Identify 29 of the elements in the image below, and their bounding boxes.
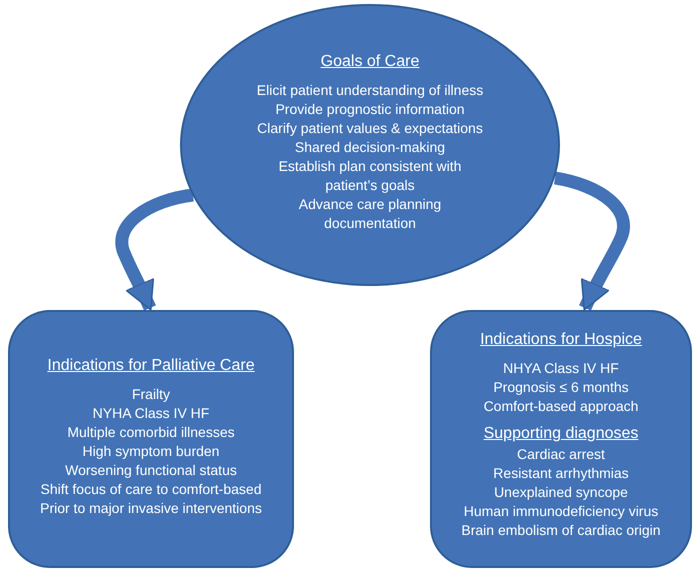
list-item: Prognosis ≤ 6 months xyxy=(493,378,629,397)
curved-arrow xyxy=(115,188,194,311)
section-heading: Supporting diagnoses xyxy=(484,424,638,443)
list-item: High symptom burden xyxy=(82,442,220,461)
curved-arrow xyxy=(554,172,630,311)
list-item: Multiple comorbid illnesses xyxy=(67,423,235,442)
list-item: Resistant arrhythmias xyxy=(493,464,629,483)
list-item: Provide prognostic information xyxy=(275,100,465,119)
list-item: Frailty xyxy=(132,385,170,404)
list-item: Shared decision-making xyxy=(294,138,446,157)
indications-panel xyxy=(8,310,294,568)
section-heading: Goals of Care xyxy=(320,52,420,71)
list-item: NHYA Class IV HF xyxy=(503,359,619,378)
list-item: Worsening functional status xyxy=(65,461,237,480)
list-item: Prior to major invasive interventions xyxy=(40,499,262,518)
section-heading: Indications for Palliative Care xyxy=(47,356,255,375)
list-item: Advance care planning documentation xyxy=(298,195,442,233)
list-item: Brain embolism of cardiac origin xyxy=(461,521,661,540)
list-item: Clarify patient values & expectations xyxy=(257,119,483,138)
section-heading: Indications for Hospice xyxy=(480,330,642,349)
list-item: Shift focus of care to comfort-based xyxy=(40,480,262,499)
list-item: NYHA Class IV HF xyxy=(92,404,210,423)
list-item: Cardiac arrest xyxy=(517,445,605,464)
list-item: Human immunodeficiency virus xyxy=(464,502,658,521)
list-item: Comfort-based approach xyxy=(484,397,638,416)
list-item: Elicit patient understanding of illness xyxy=(256,81,484,100)
indications-panel xyxy=(430,310,692,568)
list-item: Unexplained syncope xyxy=(494,483,628,502)
list-item: Establish plan consistent with patient’s goals xyxy=(278,157,462,195)
